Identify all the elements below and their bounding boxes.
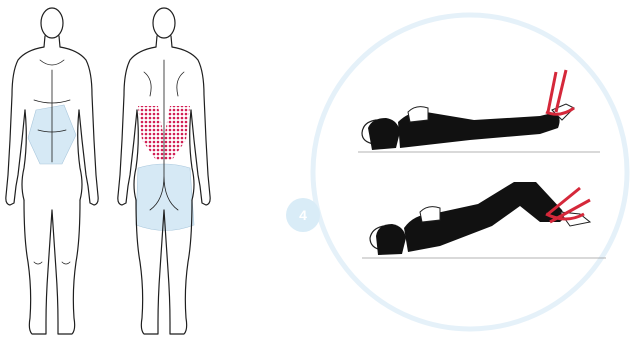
front-head <box>41 8 63 38</box>
front-body-figure <box>6 8 98 334</box>
back-body-figure <box>118 8 210 334</box>
step-number-badge: 4 <box>286 198 320 232</box>
back-head <box>153 8 175 38</box>
lying-pose-figure <box>358 70 600 152</box>
bridge-pose-figure <box>362 182 606 258</box>
front-legs-outline <box>24 200 80 334</box>
exercise-ring <box>313 15 627 329</box>
